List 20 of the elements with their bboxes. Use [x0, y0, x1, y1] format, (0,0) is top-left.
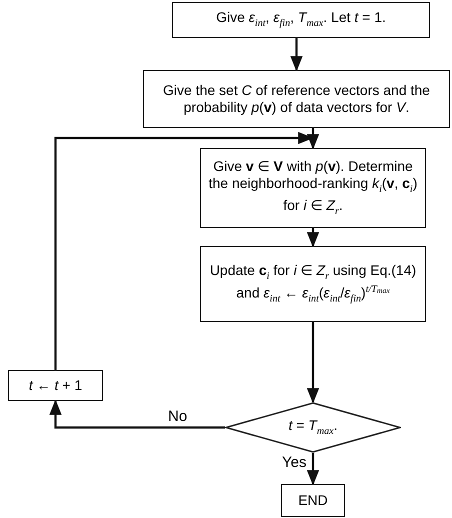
arrow [290, 38, 303, 72]
arrow [306, 322, 320, 404]
process-box [172, 2, 430, 38]
node-text: END [297, 492, 329, 510]
process-box [200, 148, 426, 228]
arrow [49, 399, 225, 429]
node-text: Give ε$_{int}$, ε$_{fin}$, T$_{max}$. Let t = 1. [215, 9, 387, 31]
decision-diamond [225, 402, 401, 453]
terminal-box [281, 484, 345, 517]
node-text: Give v ∈ V with p(v). Determine the neighborhood-ranking k$_{i}$(v, c$_{i}$) for i ∈ Z$_{r}$. [208, 158, 418, 218]
node-text: t = T$_{max}$. [287, 416, 339, 438]
process-box [8, 370, 103, 401]
arrow [306, 453, 320, 486]
arrow [306, 128, 320, 150]
arrow [306, 228, 320, 248]
node-text: Give the set C of reference vectors and the probability p(v) of data vectors for V. [162, 82, 431, 116]
process-box [200, 246, 426, 322]
node-text: t ← t + 1 [28, 376, 84, 394]
edge-label: Yes [281, 455, 308, 472]
process-box [143, 70, 450, 128]
